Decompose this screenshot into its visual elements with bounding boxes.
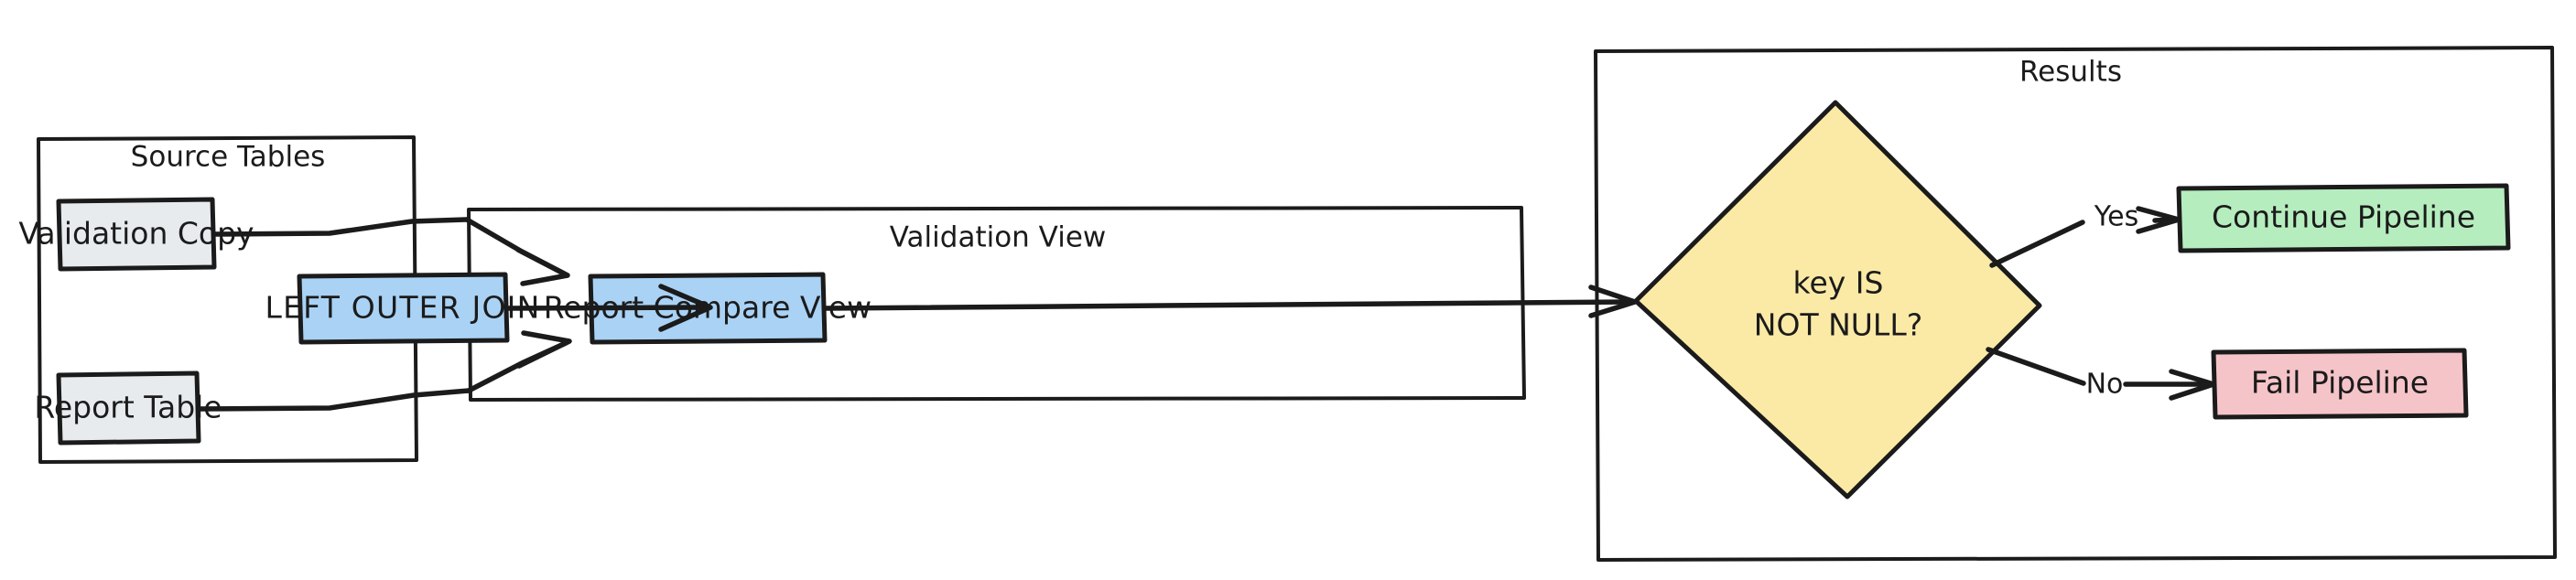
report-table-label: Report Table [34, 390, 222, 425]
edge-compare-view-to-diamond [822, 285, 1638, 318]
source-tables-label: Source Tables [131, 141, 326, 174]
left-outer-join-shape[interactable] [297, 272, 510, 345]
edge-label-yes: Yes [2094, 201, 2138, 233]
continue-pipeline-label: Continue Pipeline [2212, 199, 2475, 235]
continue-pipeline-shape[interactable] [2176, 183, 2511, 253]
key-is-not-null-label-line1: key IS [1793, 265, 1884, 301]
edge-label-no: No [2086, 369, 2124, 401]
edge-diamond-to-continue [1989, 206, 2181, 268]
edge-diamond-to-fail [1986, 347, 2216, 401]
node-fail-pipeline[interactable]: Fail Pipeline [2211, 348, 2469, 420]
edge-join-to-compare-view [504, 284, 713, 332]
edge-report-table-to-join [196, 330, 572, 412]
left-outer-join-label: LEFT OUTER JOIN [265, 290, 541, 326]
edge-validation-copy-to-join [211, 217, 570, 286]
node-validation-copy[interactable]: Validation Copy [18, 197, 254, 272]
key-is-not-null-shape[interactable] [1633, 100, 2042, 499]
node-left-outer-join[interactable]: LEFT OUTER JOIN [265, 0, 541, 345]
results-label: Results [2019, 56, 2122, 89]
report-table-shape[interactable] [56, 371, 201, 446]
fail-pipeline-label: Fail Pipeline [2251, 365, 2429, 401]
key-is-not-null-label-line2: NOT NULL? [1754, 307, 1922, 343]
validation-view-label: Validation View [890, 221, 1107, 254]
node-report-table[interactable]: Report Table [34, 371, 222, 446]
fail-pipeline-shape[interactable] [2211, 348, 2469, 420]
validation-copy-shape[interactable] [56, 197, 217, 272]
node-key-is-not-null[interactable]: key IS NOT NULL? [1633, 100, 2042, 499]
node-continue-pipeline[interactable]: Continue Pipeline [2176, 183, 2511, 253]
